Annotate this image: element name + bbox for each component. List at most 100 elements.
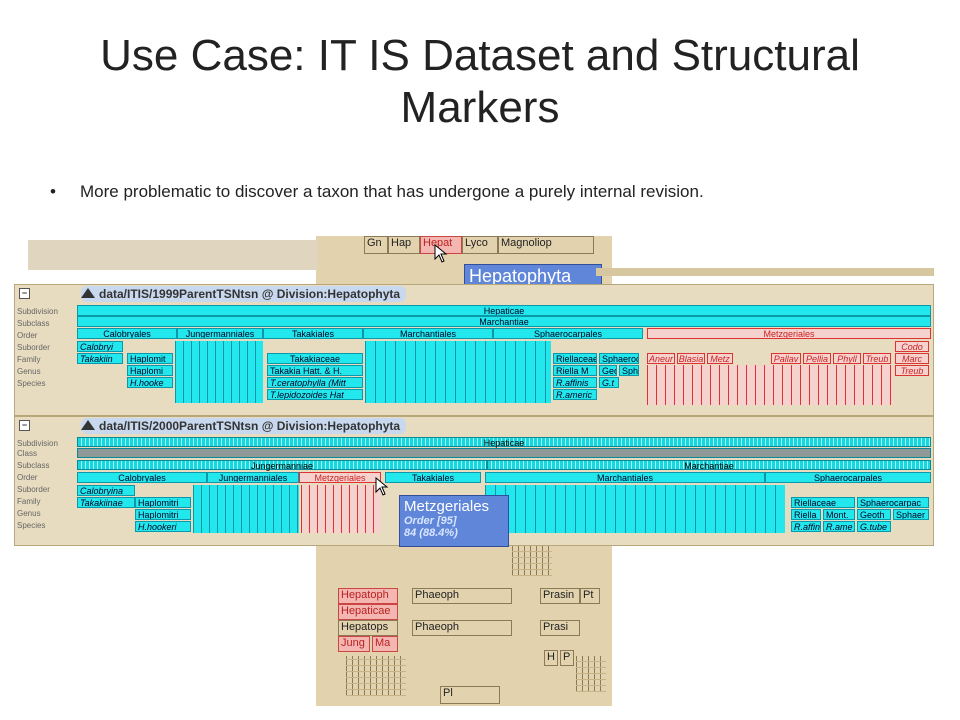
row-label: Subdivision (17, 307, 58, 316)
up-arrow-icon[interactable] (81, 420, 95, 430)
order-cell[interactable]: Jungermanniales (177, 328, 263, 339)
subclass-marchantiae[interactable]: Marchantiae (77, 316, 931, 327)
bottom-window-header: − data/ITIS/2000ParentTSNtsn @ Division:… (15, 417, 933, 435)
dataset-path: data/ITIS/2000ParentTSNtsn @ Division:He… (81, 418, 407, 434)
species-cell[interactable]: T.ceratophylla (Mitt (267, 377, 363, 388)
metzgeriales-tooltip: Metzgeriales Order [95] 84 (88.4%) (399, 495, 509, 547)
bg-cell: Hepaticae (338, 604, 398, 620)
genus-cell[interactable]: Geo (599, 365, 617, 376)
species-cell[interactable]: R.americ (553, 389, 597, 400)
family-cell[interactable]: Riellaceae (791, 497, 855, 508)
genus-grid-highlighted (647, 365, 893, 405)
mouse-cursor-icon (375, 477, 389, 496)
family-cell[interactable]: Riellaceae (553, 353, 597, 364)
order-cell[interactable]: Takakiales (263, 328, 363, 339)
bg-cell: Pl (440, 686, 500, 704)
back-strip (596, 268, 934, 276)
genus-cell[interactable]: Mont. (823, 509, 855, 520)
suborder-cell[interactable]: Calobryina (77, 485, 135, 496)
mouse-cursor-icon (434, 244, 448, 263)
suborder-cell[interactable]: Calobryi (77, 341, 123, 352)
row-label: Family (17, 497, 41, 506)
order-cell[interactable]: Marchantiales (485, 472, 765, 483)
family-cell[interactable]: Sphaeroc (599, 353, 639, 364)
genus-cell[interactable]: Haplomitri (135, 509, 191, 520)
subdivision-band (77, 448, 931, 458)
row-label: Subclass (17, 319, 50, 328)
family-cell-highlighted[interactable]: Metz (707, 353, 733, 364)
family-cell-highlighted[interactable]: Pallav (771, 353, 801, 364)
order-cell[interactable]: Calobryales (77, 328, 177, 339)
genus-cell-highlighted[interactable]: Codo (895, 341, 929, 352)
row-label: Subdivision (17, 439, 58, 448)
family-cell-highlighted[interactable]: Phyll (833, 353, 861, 364)
family-cell[interactable]: Sphaerocarpac (857, 497, 929, 508)
row-label: Class (17, 449, 38, 458)
bullet-text: More problematic to discover a taxon tha… (80, 182, 704, 201)
collapse-icon[interactable]: − (19, 420, 30, 431)
order-cell-highlighted[interactable]: Metzgeriales (647, 328, 931, 339)
bg-cell: Ma (372, 636, 398, 652)
genus-cell-highlighted[interactable]: Treub (895, 365, 929, 376)
row-label: Species (17, 521, 46, 530)
order-cell[interactable]: Marchantiales (363, 328, 493, 339)
tooltip-line: 84 (88.4%) (404, 527, 458, 539)
species-cell[interactable]: R.affin (791, 521, 821, 532)
species-cell[interactable]: H.hookeri (135, 521, 191, 532)
order-cell[interactable]: Jungermanniales (207, 472, 299, 483)
collapse-icon[interactable]: − (19, 288, 30, 299)
family-cell-highlighted[interactable]: Aneur (647, 353, 675, 364)
tooltip-line: Order [95] (404, 515, 457, 527)
row-label: Genus (17, 509, 41, 518)
species-cell[interactable]: R.affinis (553, 377, 597, 388)
genus-cell[interactable]: Riella M (553, 365, 597, 376)
suborder-cell[interactable]: Takakiin (77, 353, 123, 364)
up-arrow-icon[interactable] (81, 288, 95, 298)
species-cell[interactable]: H.hooke (127, 377, 173, 388)
species-cell[interactable]: T.lepidozoides Hat (267, 389, 363, 400)
order-cell[interactable]: Sphaerocarpales (493, 328, 643, 339)
genus-grid (193, 485, 299, 533)
genus-cell[interactable]: Haplomi (127, 365, 173, 376)
row-label: Order (17, 331, 38, 340)
genus-grid-highlighted (301, 485, 381, 533)
order-cell[interactable]: Calobryales (77, 472, 207, 483)
family-cell[interactable]: Takakiaceae (267, 353, 363, 364)
genus-cell[interactable]: Geoth (857, 509, 891, 520)
order-cell[interactable]: Takakiales (385, 472, 481, 483)
genus-cell[interactable]: Riella (791, 509, 821, 520)
genus-cell[interactable]: Takakia Hatt. & H. (267, 365, 363, 376)
row-label: Suborder (17, 343, 50, 352)
genus-cell[interactable]: Sph (619, 365, 639, 376)
genus-cell-highlighted[interactable]: Marc (895, 353, 929, 364)
top-window-header: − data/ITIS/1999ParentTSNtsn @ Division:… (15, 285, 933, 303)
row-label: Subclass (17, 461, 50, 470)
species-cell[interactable]: R.ame (823, 521, 855, 532)
species-cell[interactable]: G.t (599, 377, 619, 388)
family-cell-highlighted[interactable]: Treub (863, 353, 891, 364)
suborder-cell[interactable]: Takakiinae (77, 497, 135, 508)
subclass-cell[interactable]: Jungermanniae (77, 460, 487, 471)
bg-cell: Phaeoph (412, 588, 512, 604)
genus-grid (365, 341, 551, 403)
subclass-hepaticae[interactable]: Hepaticae (77, 305, 931, 316)
genus-cell[interactable]: Sphaer (893, 509, 929, 520)
bg-cell: Gn (364, 236, 388, 254)
bullet-dot-icon: • (50, 182, 56, 201)
top-treemap-window[interactable]: − data/ITIS/1999ParentTSNtsn @ Division:… (14, 284, 934, 416)
row-label: Species (17, 379, 46, 388)
species-cell[interactable]: G.tube (857, 521, 891, 532)
dataset-path: data/ITIS/1999ParentTSNtsn @ Division:He… (81, 286, 407, 302)
bottom-treemap-window[interactable]: − data/ITIS/2000ParentTSNtsn @ Division:… (14, 416, 934, 547)
class-hepaticae[interactable]: Hepaticae (77, 437, 931, 448)
order-cell[interactable]: Sphaerocarpales (765, 472, 931, 483)
order-cell-highlighted[interactable]: Metzgeriales (299, 472, 381, 483)
bg-cell: Hap (388, 236, 420, 254)
family-cell[interactable]: Haplomitri (135, 497, 191, 508)
bg-cell: Lyco (462, 236, 498, 254)
family-cell[interactable]: Haplomit (127, 353, 173, 364)
family-cell-highlighted[interactable]: Blasia (677, 353, 705, 364)
subclass-cell[interactable]: Marchantiae (487, 460, 931, 471)
bg-cell: Magnoliop (498, 236, 594, 254)
family-cell-highlighted[interactable]: Pellia (803, 353, 831, 364)
